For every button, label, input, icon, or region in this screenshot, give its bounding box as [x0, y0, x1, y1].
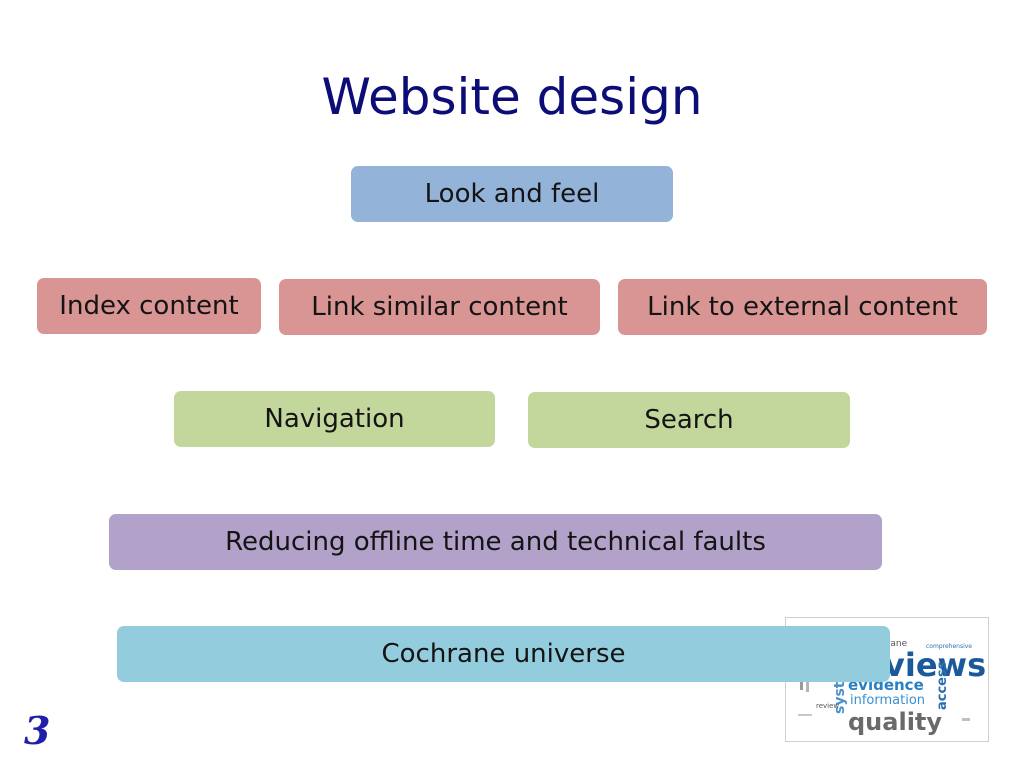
- word-access: access: [935, 661, 950, 710]
- look-and-feel-label: Look and feel: [424, 179, 600, 209]
- index-content-box: Index content: [37, 278, 261, 334]
- word-views: views: [884, 646, 986, 684]
- reducing-offline-label: Reducing offline time and technical faul…: [225, 527, 766, 557]
- word-comprehensive: comprehensive: [926, 643, 972, 650]
- reducing-offline-box: Reducing offline time and technical faul…: [109, 514, 882, 570]
- link-similar-content-label: Link similar content: [311, 292, 568, 322]
- link-external-content-box: Link to external content: [618, 279, 987, 335]
- page-number: 3: [24, 708, 51, 753]
- link-similar-content-box: Link similar content: [279, 279, 600, 335]
- search-label: Search: [644, 405, 734, 435]
- cochrane-universe-box: Cochrane universe: [117, 626, 890, 682]
- cochrane-universe-label: Cochrane universe: [381, 639, 626, 669]
- word-syst: syst: [832, 681, 848, 714]
- navigation-label: Navigation: [264, 404, 405, 434]
- word-quality: quality: [848, 708, 942, 736]
- navigation-box: Navigation: [174, 391, 495, 447]
- word-information: information: [850, 693, 925, 708]
- search-box: Search: [528, 392, 850, 448]
- word-chrane: chrane: [876, 639, 908, 649]
- index-content-label: Index content: [59, 291, 239, 321]
- word-review: review: [816, 702, 839, 710]
- look-and-feel-box: Look and feel: [351, 166, 673, 222]
- link-external-content-label: Link to external content: [647, 292, 958, 322]
- word-cloud-graphic: chrane comprehensive views evidence info…: [798, 639, 986, 736]
- slide-title: Website design: [321, 68, 703, 126]
